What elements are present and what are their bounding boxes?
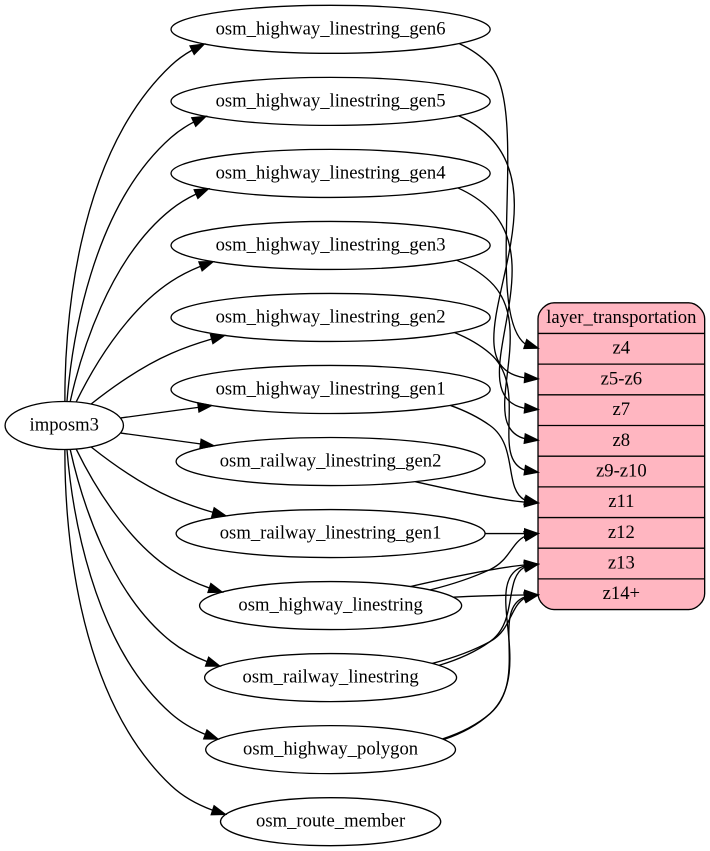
svg-text:z4: z4	[613, 338, 631, 359]
svg-text:osm_highway_linestring_gen4: osm_highway_linestring_gen4	[216, 162, 447, 183]
svg-text:osm_route_member: osm_route_member	[256, 811, 406, 832]
svg-text:osm_railway_linestring: osm_railway_linestring	[243, 667, 419, 688]
svg-text:z12: z12	[608, 522, 635, 543]
svg-text:osm_highway_linestring: osm_highway_linestring	[238, 595, 422, 616]
svg-text:osm_highway_linestring_gen1: osm_highway_linestring_gen1	[216, 378, 446, 399]
svg-text:layer_transportation: layer_transportation	[546, 307, 697, 328]
svg-text:osm_highway_linestring_gen3: osm_highway_linestring_gen3	[216, 234, 446, 255]
svg-text:z13: z13	[608, 552, 635, 573]
svg-text:osm_railway_linestring_gen2: osm_railway_linestring_gen2	[220, 450, 442, 471]
svg-text:imposm3: imposm3	[30, 414, 99, 435]
svg-text:z11: z11	[608, 491, 634, 512]
svg-text:z9-z10: z9-z10	[596, 460, 647, 481]
svg-text:osm_highway_polygon: osm_highway_polygon	[243, 739, 419, 760]
svg-text:osm_highway_linestring_gen2: osm_highway_linestring_gen2	[216, 306, 446, 327]
svg-text:z8: z8	[613, 430, 631, 451]
svg-text:osm_highway_linestring_gen5: osm_highway_linestring_gen5	[216, 90, 446, 111]
svg-text:z7: z7	[613, 399, 631, 420]
svg-text:osm_highway_linestring_gen6: osm_highway_linestring_gen6	[216, 18, 446, 39]
svg-text:z5-z6: z5-z6	[601, 368, 642, 389]
svg-text:z14+: z14+	[603, 583, 640, 604]
svg-text:osm_railway_linestring_gen1: osm_railway_linestring_gen1	[220, 522, 442, 543]
